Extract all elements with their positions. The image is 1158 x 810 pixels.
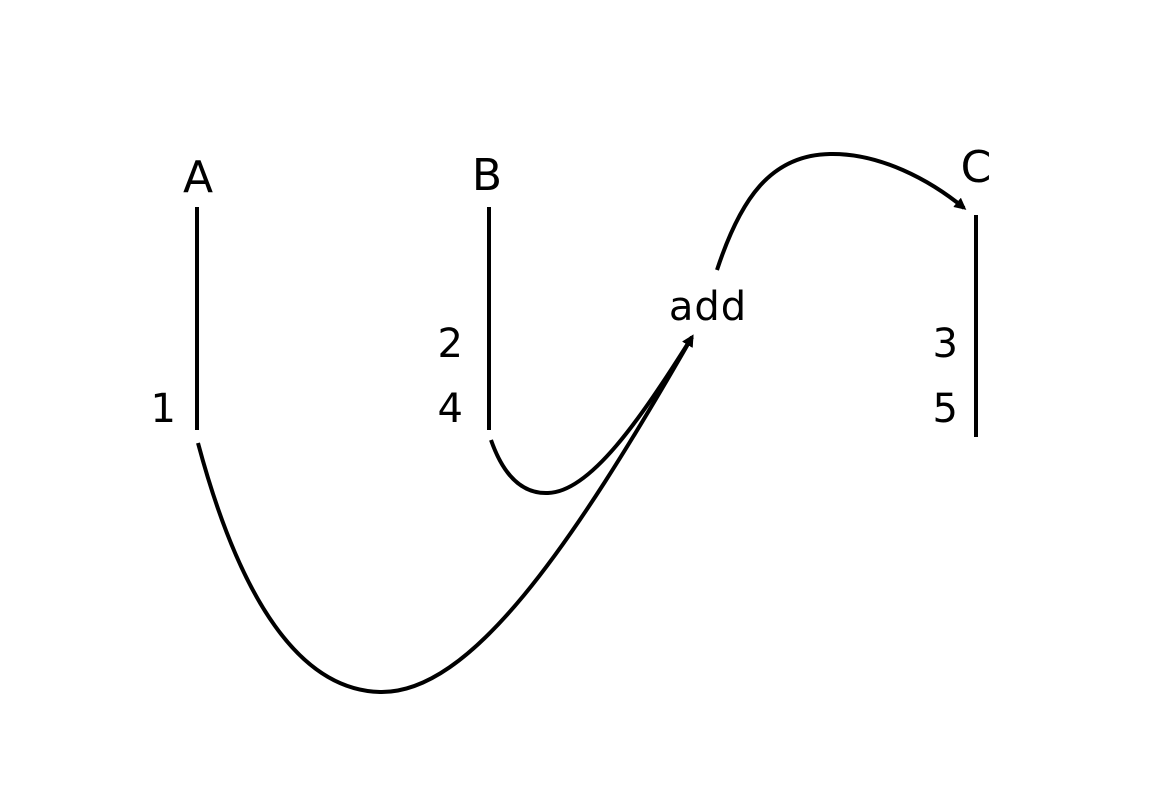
- add-operation-label: add: [669, 284, 747, 330]
- stack-b-value-0: 2: [438, 321, 463, 367]
- arrow-add-to-c: [715, 151, 967, 271]
- stack-a-title: A: [183, 152, 213, 203]
- stack-c-value-1: 5: [933, 386, 958, 432]
- stack-c-title: C: [961, 142, 992, 193]
- stack-c-value-0: 3: [933, 321, 958, 367]
- arrow-b-to-add: [489, 334, 694, 496]
- stack-b-title: B: [472, 150, 502, 201]
- stack-a-value-0: 1: [151, 386, 176, 432]
- arrow-a-to-add: [196, 334, 694, 695]
- stack-b-value-1: 4: [438, 386, 463, 432]
